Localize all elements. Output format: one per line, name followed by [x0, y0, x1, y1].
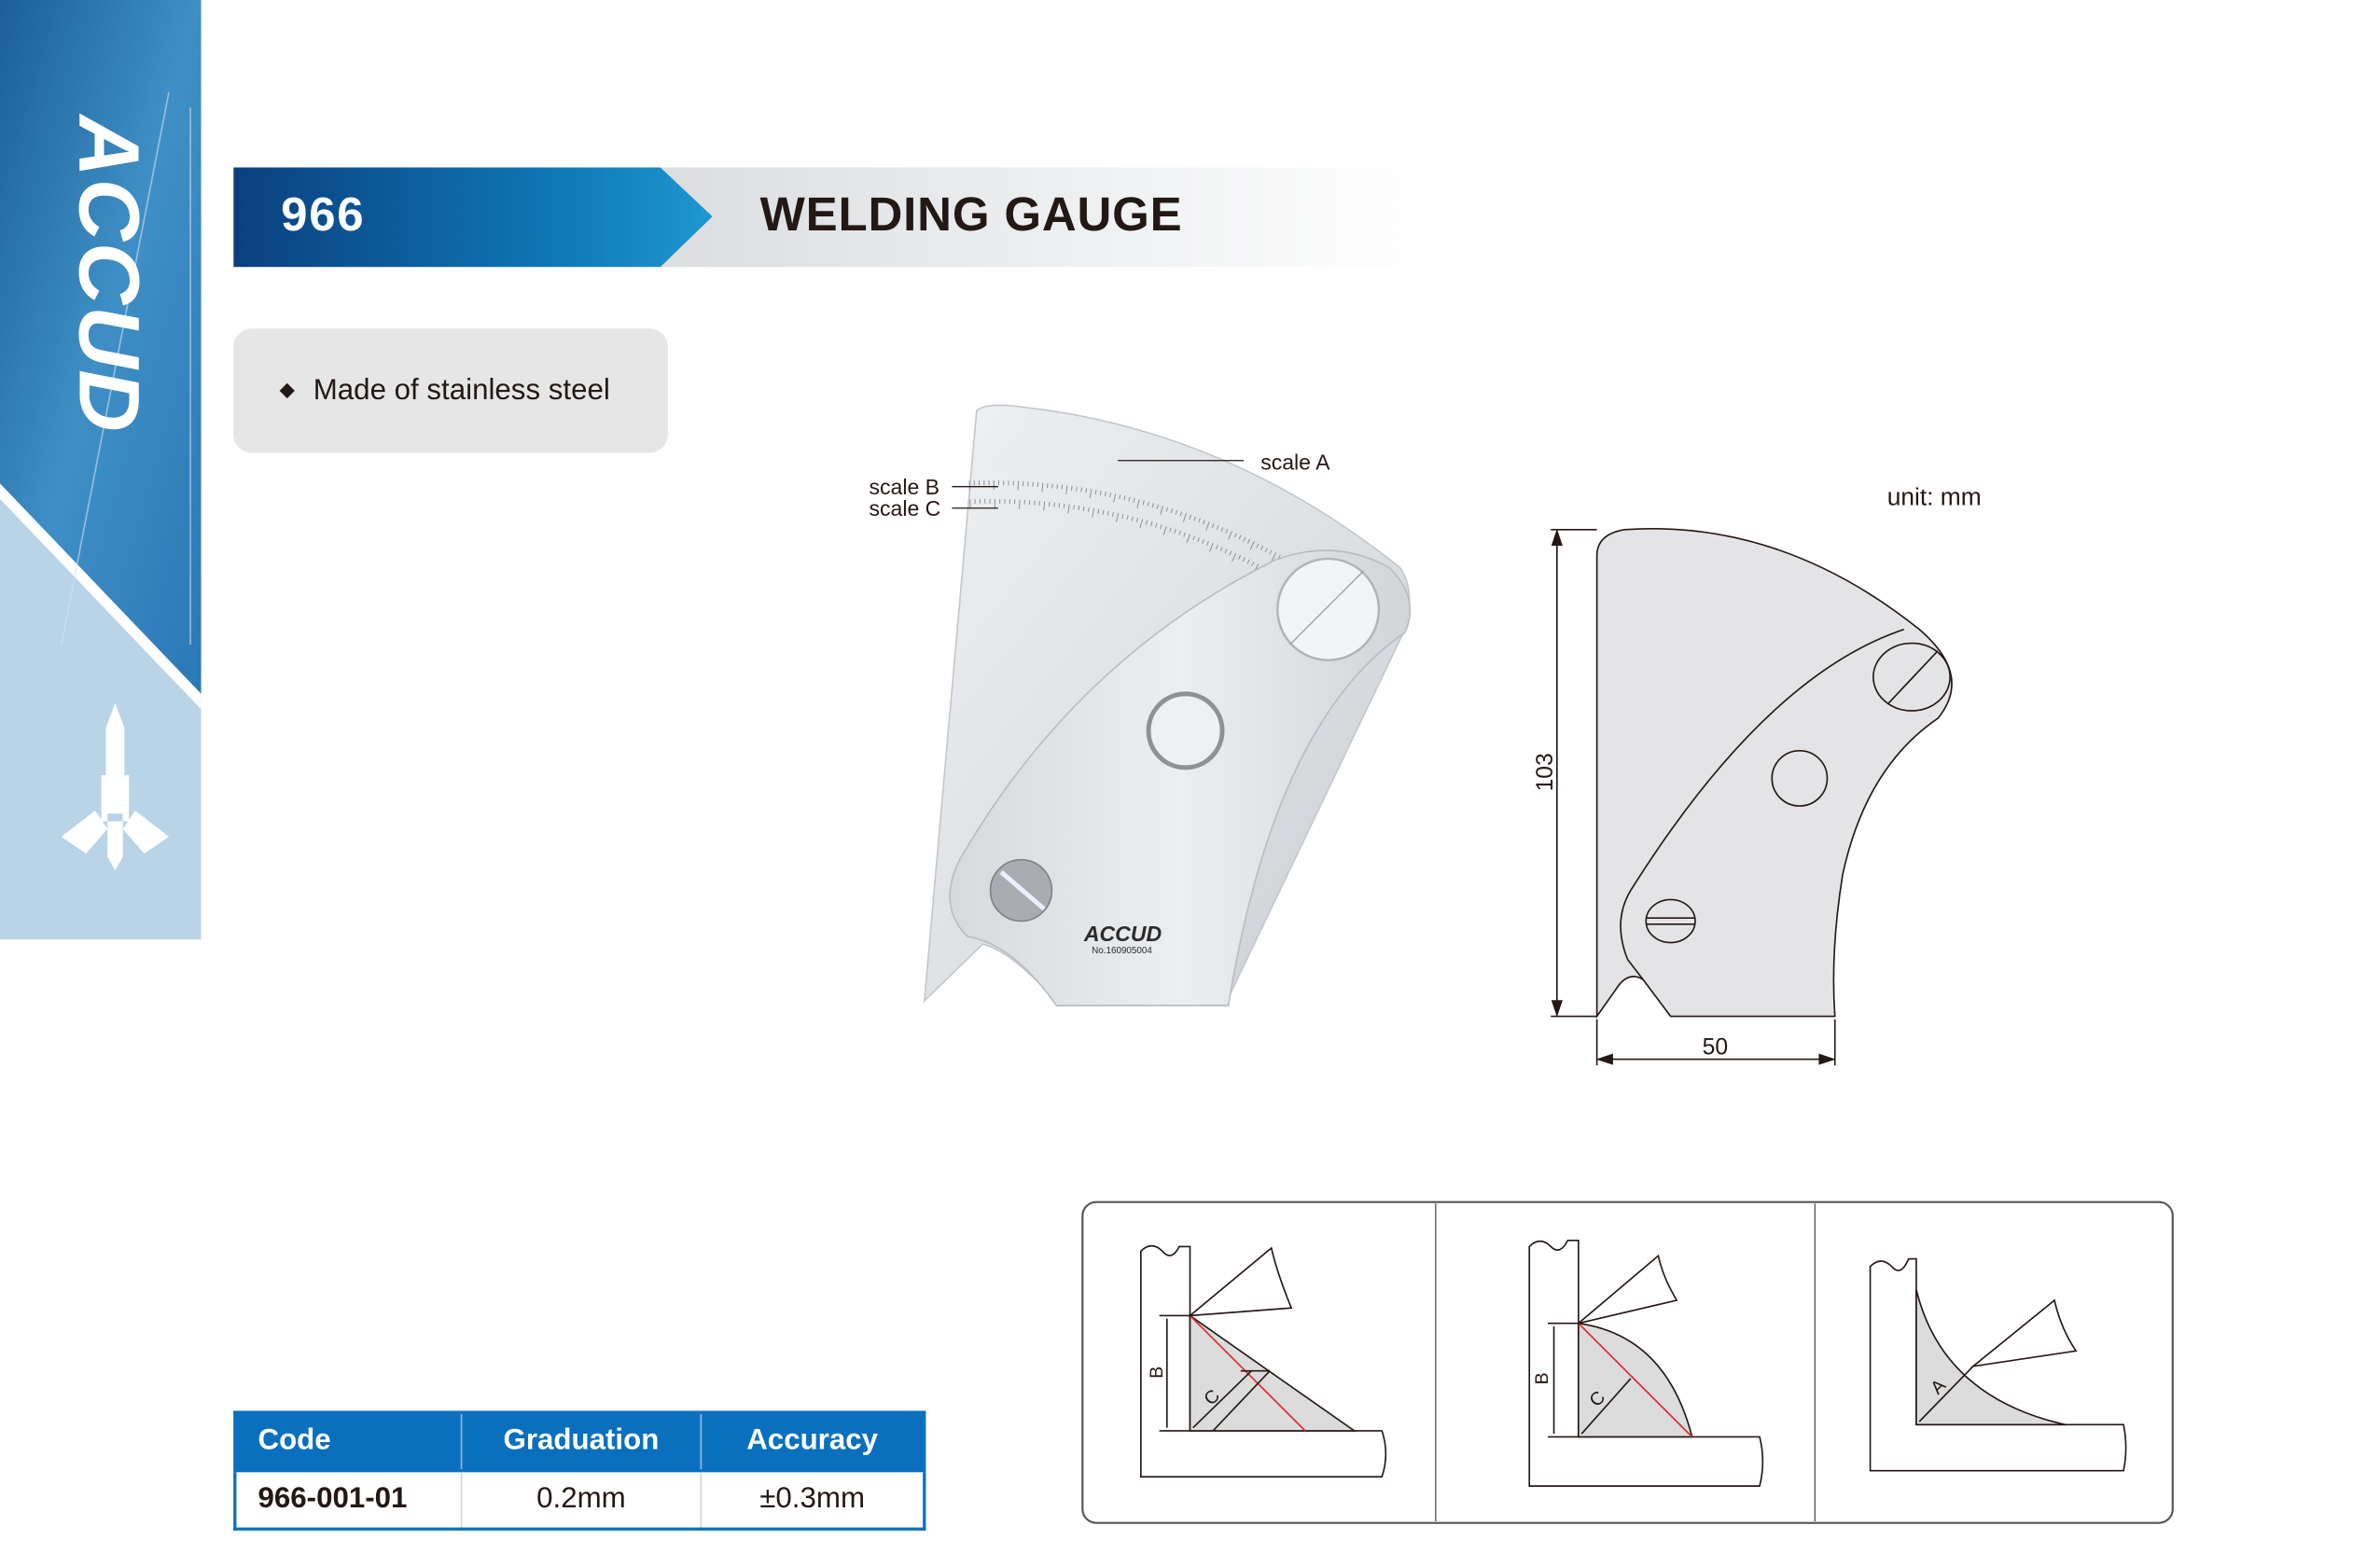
- scale-tick: [1077, 487, 1078, 492]
- scale-tick: [1057, 484, 1058, 489]
- scale-tick: [1052, 484, 1053, 489]
- scale-tick: [1054, 503, 1055, 507]
- dimension-drawing: [1551, 529, 1952, 1065]
- usage-diagrams: B C B C A: [1082, 1202, 2173, 1523]
- scale-tick: [1064, 504, 1065, 508]
- table-header-row: Code Graduation Accuracy: [235, 1412, 925, 1471]
- gauge-photo: ACCUD No.160905004: [925, 405, 1411, 1006]
- scale-tick: [1049, 502, 1050, 506]
- cell-graduation: 0.2mm: [462, 1471, 702, 1530]
- column-header-accuracy: Accuracy: [701, 1412, 924, 1471]
- scale-a-label: scale A: [1260, 451, 1330, 475]
- cell-accuracy: ±0.3mm: [701, 1471, 924, 1530]
- serial-number: No.160905004: [1092, 946, 1152, 956]
- scale-c-label: scale C: [870, 496, 941, 520]
- width-dimension: 50: [1703, 1035, 1728, 1061]
- column-header-code: Code: [235, 1412, 462, 1471]
- scale-window: [1277, 559, 1379, 660]
- scale-tick: [1071, 486, 1072, 491]
- drawing-outline: [1597, 529, 1952, 1017]
- cell-code: 966-001-01: [235, 1471, 462, 1530]
- table-row: 966-001-01 0.2mm ±0.3mm: [235, 1471, 925, 1530]
- scale-tick: [1074, 505, 1075, 509]
- dim-label-b: B: [1532, 1372, 1552, 1384]
- scale-tick: [1062, 485, 1063, 490]
- center-hole: [1148, 694, 1222, 768]
- engraved-logo: ACCUD: [1083, 922, 1162, 946]
- column-header-graduation: Graduation: [462, 1412, 702, 1471]
- spec-table: Code Graduation Accuracy 966-001-01 0.2m…: [233, 1410, 926, 1530]
- height-dimension: 103: [1533, 753, 1558, 791]
- scale-tick: [1059, 503, 1060, 507]
- dim-label-b: B: [1147, 1367, 1167, 1379]
- unit-label: unit: mm: [1887, 482, 1982, 510]
